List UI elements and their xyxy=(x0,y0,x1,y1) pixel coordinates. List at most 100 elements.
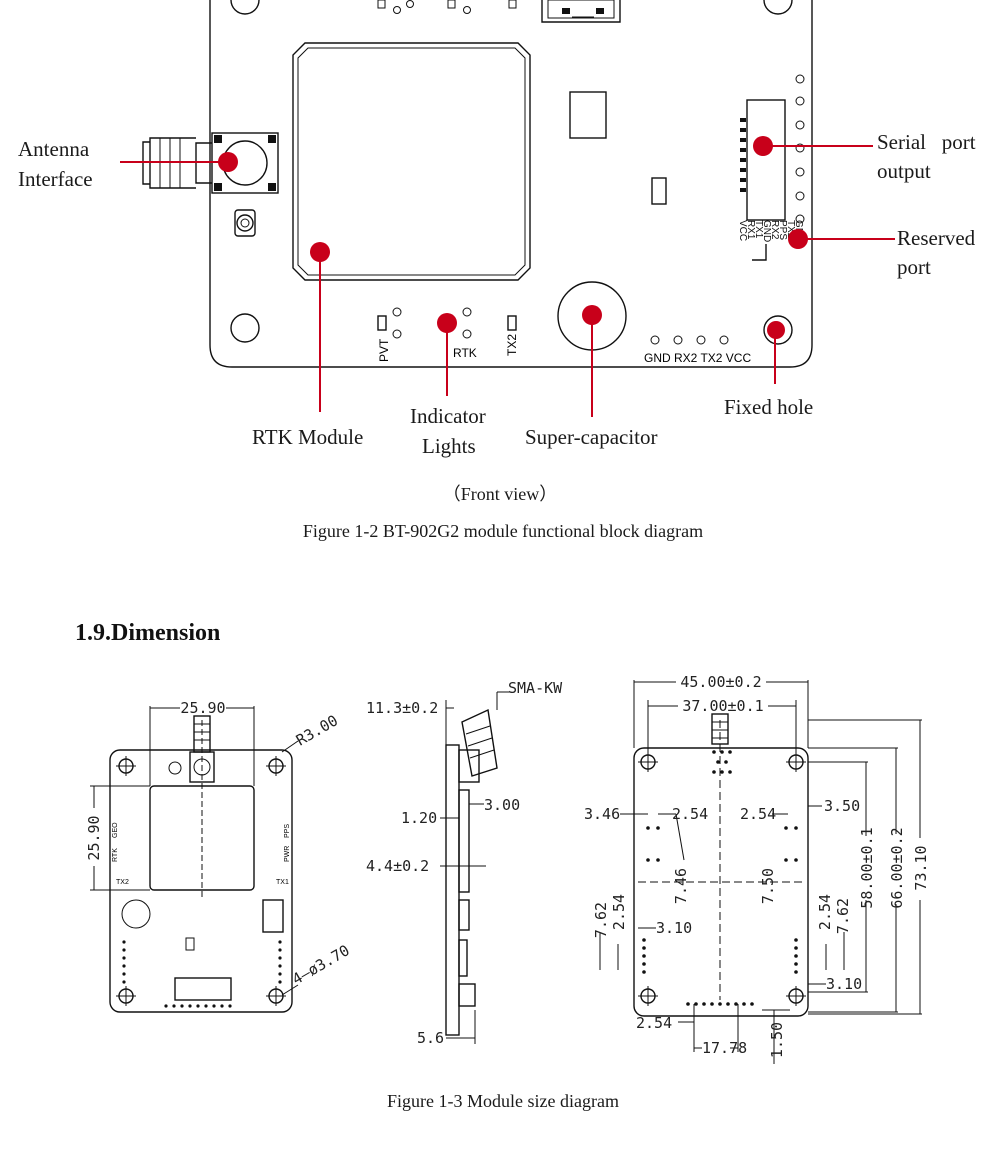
pad-dot xyxy=(204,1004,208,1008)
mount-hole xyxy=(230,0,260,15)
dim-254a: 2.54 xyxy=(672,805,708,823)
led-tx2 xyxy=(507,315,517,331)
pad-dot xyxy=(794,858,798,862)
pin-label: TX2 xyxy=(785,220,796,239)
pad-dot xyxy=(720,770,724,774)
dimension-left-view: 25.90 25.90 R3.00 4—ø3.70 GEO RTK TX2 PP… xyxy=(85,699,353,1013)
label-indicator-1: Indicator xyxy=(410,404,486,428)
callout-marker xyxy=(310,242,330,262)
pad-dot xyxy=(278,980,282,984)
pad-dot xyxy=(694,1002,698,1006)
pad-dot xyxy=(724,760,728,764)
pad-dot xyxy=(122,980,126,984)
pad-dot xyxy=(164,1004,168,1008)
front-view-caption: （Front view） xyxy=(443,484,558,504)
pad-dot xyxy=(710,1002,714,1006)
dim-762b: 7.62 xyxy=(834,898,852,934)
dim-h-holes: 58.00±0.1 xyxy=(858,827,876,908)
pin-pad xyxy=(740,158,746,162)
dim-left-radius: R3.00 xyxy=(293,711,341,749)
callout-marker xyxy=(753,136,773,156)
ufl-connector xyxy=(234,209,256,237)
pad-dot xyxy=(716,760,720,764)
dim-350: 3.50 xyxy=(824,797,860,815)
pad-dot xyxy=(728,770,732,774)
dim-762a: 7.62 xyxy=(592,902,610,938)
pin-label: GND xyxy=(761,220,772,242)
pad-dot xyxy=(278,940,282,944)
label-serial-1: Serial port xyxy=(877,130,976,154)
pad-dot xyxy=(794,962,798,966)
pad-dot xyxy=(719,335,729,345)
callout-marker xyxy=(437,313,457,333)
pad-dot xyxy=(196,1004,200,1008)
sma-connector xyxy=(461,708,498,777)
dimension-side-view: SMA-KW 11.3±0.2 1.20 3.00 4.4±0.2 5.6 xyxy=(366,679,563,1047)
dim-150: 1.50 xyxy=(768,1022,786,1058)
led-pvt xyxy=(377,315,387,331)
pad-dot xyxy=(642,938,646,942)
pin-pad xyxy=(740,168,746,172)
pin-label: RX1 xyxy=(745,220,756,240)
label-indicator-2: Lights xyxy=(422,434,476,458)
pad-dot xyxy=(726,1002,730,1006)
callout-marker xyxy=(767,321,785,339)
callouts xyxy=(120,136,895,417)
pad-dot xyxy=(784,826,788,830)
board-outline xyxy=(209,0,813,368)
pad-dot xyxy=(462,307,472,317)
dim-254b: 2.54 xyxy=(740,805,776,823)
pcb-edge xyxy=(445,744,460,1036)
pad-dot xyxy=(278,948,282,952)
pad-dot xyxy=(794,970,798,974)
usb-connector xyxy=(541,0,621,23)
silk-label: GEO xyxy=(112,822,119,838)
pin-label: TX1 xyxy=(753,220,764,239)
dim-left-holes: 4—ø3.70 xyxy=(289,941,353,988)
pad-dot xyxy=(750,1002,754,1006)
dim-310b: 3.10 xyxy=(826,975,862,993)
pad-dot xyxy=(463,6,471,14)
label-rtk-module: RTK Module xyxy=(252,425,363,449)
pad-dot xyxy=(794,938,798,942)
label-serial-2: output xyxy=(877,159,931,183)
label-fixed-hole: Fixed hole xyxy=(724,395,813,419)
dim-h-mid: 66.00±0.2 xyxy=(888,827,906,908)
dim-1778: 17.78 xyxy=(702,1039,747,1057)
pad-dot xyxy=(742,1002,746,1006)
chip-component xyxy=(569,91,607,139)
dim-254e: 2.54 xyxy=(636,1014,672,1032)
pad-dot xyxy=(122,948,126,952)
callout-marker xyxy=(582,305,602,325)
callout-marker xyxy=(218,152,238,172)
front-view-board: VCC RX1 TX1 GND RX2 PPS TX2 GND PVT RTK … xyxy=(142,0,813,368)
pad-dot xyxy=(784,858,788,862)
silk-tx2: TX2 xyxy=(505,334,519,356)
pad-dot xyxy=(656,826,660,830)
pad-dot xyxy=(642,946,646,950)
silk-bottom-pins: GND RX2 TX2 VCC xyxy=(644,351,751,365)
pad-dot xyxy=(180,1004,184,1008)
board-outline xyxy=(633,747,809,1017)
pad-dot xyxy=(642,970,646,974)
small-component xyxy=(651,177,667,205)
pad-dot xyxy=(646,858,650,862)
led-pad xyxy=(377,0,386,9)
dim-connector: SMA-KW xyxy=(508,679,563,697)
silk-label: TX2 xyxy=(116,879,129,886)
dim-d2: 1.20 xyxy=(401,809,437,827)
pad-dot xyxy=(646,826,650,830)
label-antenna-1: Antenna xyxy=(18,137,90,161)
pad-dot xyxy=(228,1004,232,1008)
pad-dot xyxy=(122,972,126,976)
dim-left-height: 25.90 xyxy=(85,815,103,860)
section-heading: 1.9.Dimension xyxy=(75,620,220,646)
pad-dot xyxy=(728,750,732,754)
pad-dot xyxy=(718,1002,722,1006)
dim-254d: 2.54 xyxy=(816,894,834,930)
pad-dot xyxy=(122,956,126,960)
figure-1-2-caption: Figure 1-2 BT-902G2 module functional bl… xyxy=(303,521,703,541)
pad-dot xyxy=(720,750,724,754)
dimension-right-view: 45.00±0.2 37.00±0.1 58.00±0.1 66.00±0.2 … xyxy=(584,673,930,1064)
